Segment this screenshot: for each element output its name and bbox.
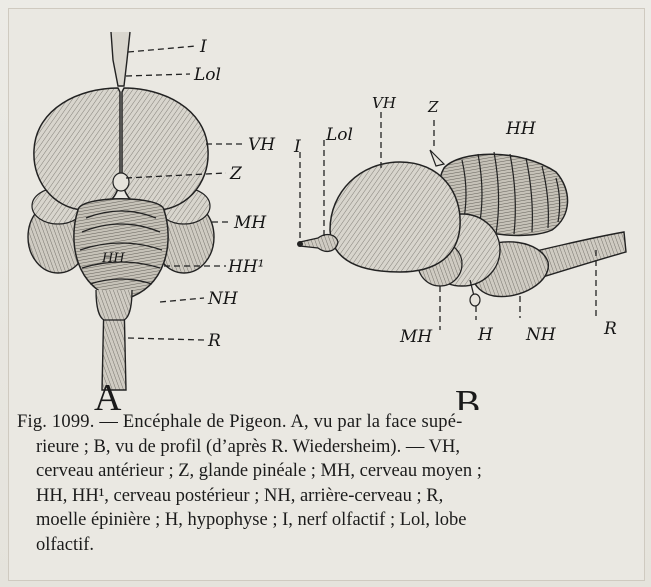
figure-a-letter: A (94, 377, 122, 410)
caption-line: olfactif. (17, 533, 637, 558)
caption-line: moelle épinière ; H, hypophyse ; I, nerf… (17, 508, 637, 533)
figure-a-label-z: Z (229, 164, 243, 184)
figure-a-label-hh1: HH¹ (227, 257, 264, 277)
figure-b-label-r: R (603, 319, 617, 339)
brain-illustration: HH I Lol VH Z MH HH¹ NH R A (0, 0, 651, 410)
figure-b-drawing: VH Z HH I Lol MH H NH R B (293, 94, 626, 410)
figure-a-drawing: HH I Lol VH Z MH HH¹ NH R A (28, 32, 276, 410)
figure-a-label-vh: VH (248, 135, 276, 155)
caption-line: Fig. 1099. — Encéphale de Pigeon. A, vu … (17, 410, 637, 435)
figure-a-label-i: I (199, 37, 207, 57)
figure-a-label-mh: MH (233, 213, 267, 233)
figure-a-label-nh: NH (207, 289, 239, 309)
figure-caption: Fig. 1099. — Encéphale de Pigeon. A, vu … (17, 410, 637, 557)
caption-line: cerveau antérieur ; Z, glande pinéale ; … (17, 459, 637, 484)
figure-b-label-z: Z (427, 98, 439, 116)
figure-b-label-nh: NH (525, 325, 557, 345)
figure-b-label-i: I (293, 137, 301, 157)
figure-b-label-vh: VH (372, 94, 397, 112)
caption-line: rieure ; B, vu de profil (d’après R. Wie… (17, 435, 637, 460)
figure-b-label-hh: HH (505, 119, 537, 139)
figure-b-label-h: H (477, 325, 494, 345)
figure-b-letter: B (455, 383, 480, 410)
figure-b-label-mh: MH (399, 327, 433, 347)
figure-a-label-r: R (207, 331, 221, 351)
caption-line: HH, HH¹, cerveau postérieur ; NH, arrièr… (17, 484, 637, 509)
figure-a-label-lol: Lol (193, 65, 221, 85)
figure-a-hh-inner-label: HH (101, 251, 125, 266)
figure-b-label-lol: Lol (325, 125, 353, 145)
